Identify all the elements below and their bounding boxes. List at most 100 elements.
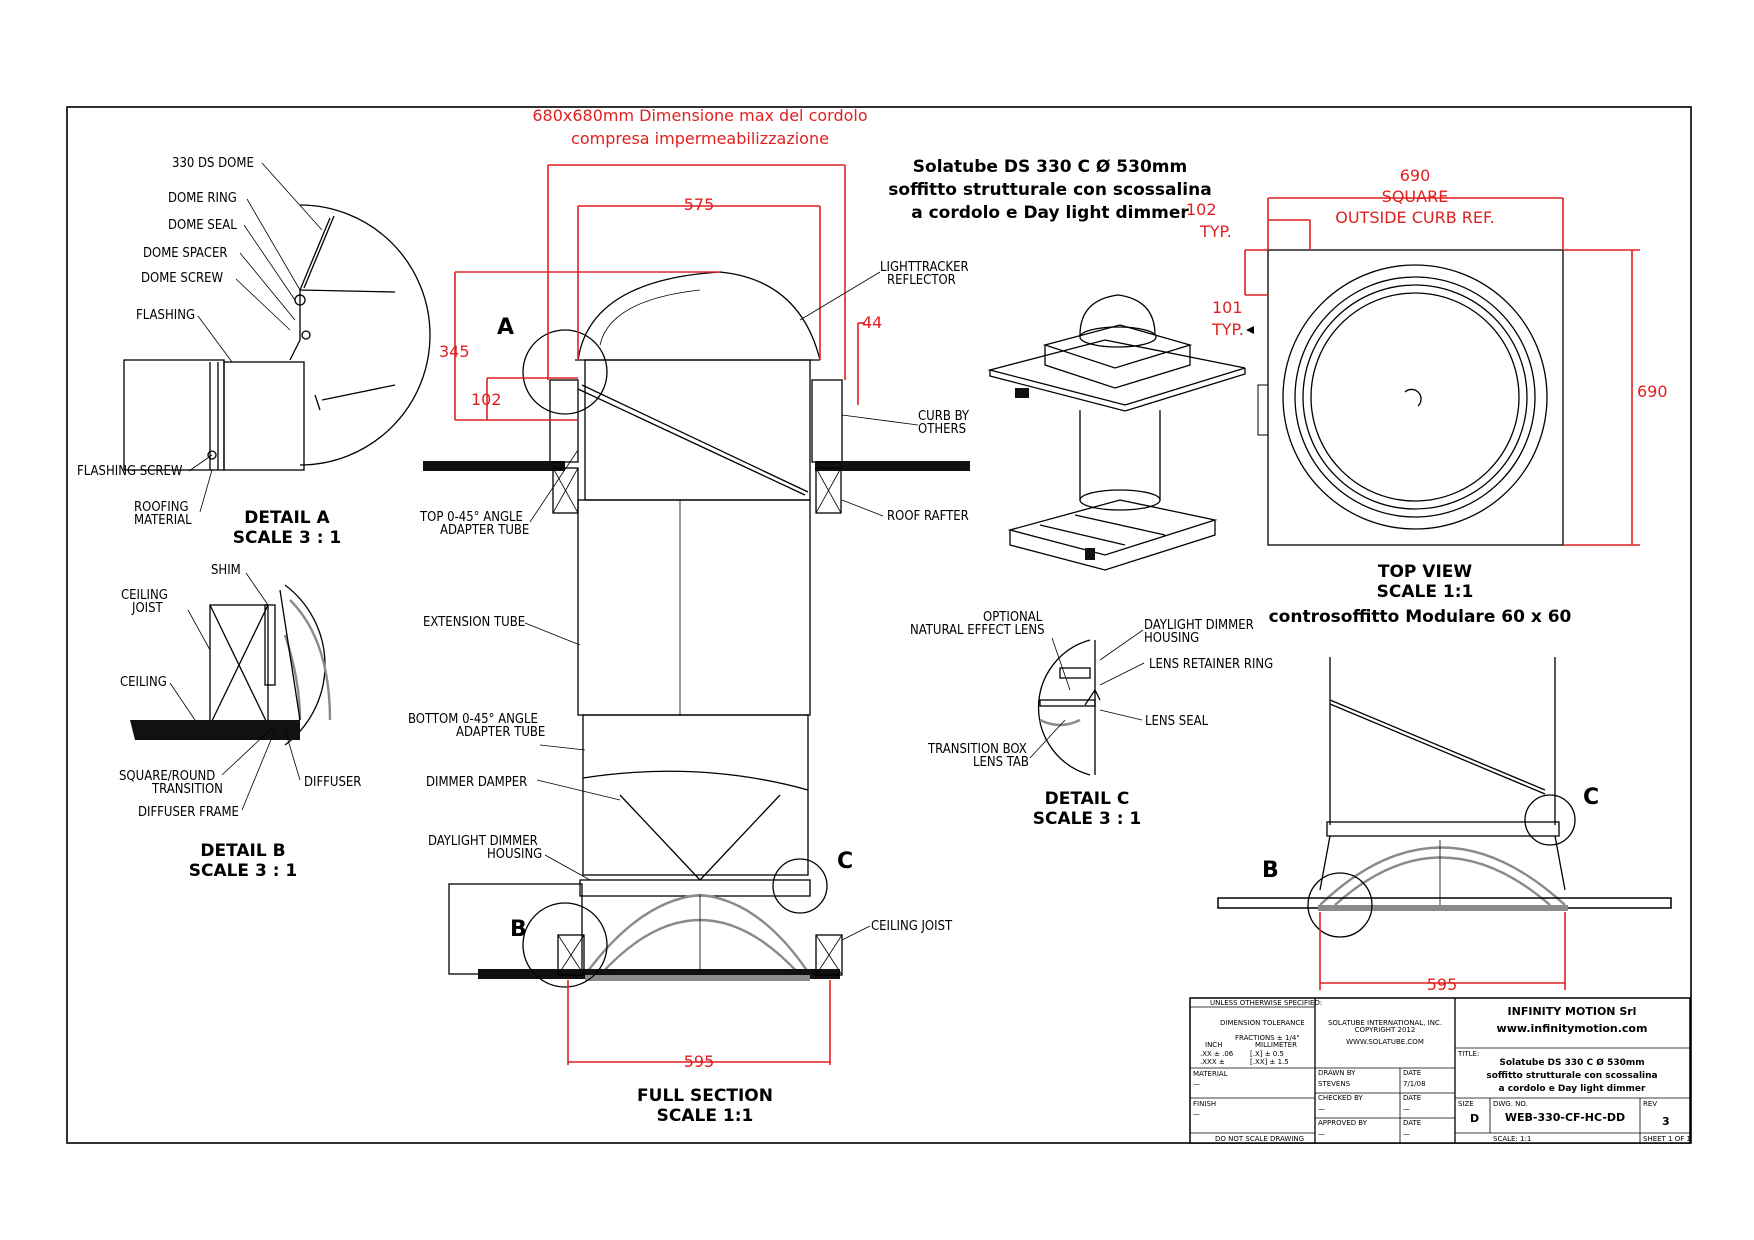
label-title_block-drawn_by: DRAWN BY	[1318, 1069, 1356, 1077]
label-full_section-labels-13: CEILING JOIST	[871, 919, 953, 934]
label-top_view-dims-outside: OUTSIDE CURB REF.	[1335, 208, 1494, 227]
label-full_section-labels-2: CURB BY	[918, 409, 970, 424]
detail-a-circle	[299, 204, 431, 466]
label-title_block-title_lines-2: a cordolo e Day light dimmer	[1499, 1084, 1647, 1094]
label-title_block-infinity_web: www.infinitymotion.com	[1497, 1022, 1648, 1035]
label-title_block-copyright: COPYRIGHT 2012	[1355, 1026, 1416, 1034]
label-top_view-subtitle: controsoffitto Modulare 60 x 60	[1269, 607, 1572, 627]
side-section: C B 595	[1217, 657, 1672, 994]
label-detail_a-labels-1: DOME RING	[168, 191, 237, 206]
label-title_block-infinity: INFINITY MOTION Srl	[1508, 1005, 1637, 1018]
label-title_block-tolerance: DIMENSION TOLERANCE	[1220, 1019, 1305, 1027]
label-full_section-markers-a: A	[497, 315, 514, 340]
label-top_view-dims-typ1: TYP.	[1199, 222, 1232, 241]
label-title_block-checked_by: CHECKED BY	[1318, 1094, 1364, 1102]
header-note: 680x680mm Dimensione max del cordolo com…	[532, 106, 867, 148]
label-title_block-rev: 3	[1662, 1115, 1670, 1128]
label-title_block-tol_mm-0: [.X] ± 0.5	[1250, 1050, 1284, 1058]
main-title: Solatube DS 330 C Ø 530mm soffitto strut…	[888, 157, 1211, 223]
label-title_block-rev_lbl: REV	[1643, 1100, 1657, 1108]
label-detail_b-title: DETAIL B	[200, 841, 285, 861]
label-top_view-scale: SCALE 1:1	[1377, 582, 1474, 602]
label-title_block-tol_inch-1: .XXX ±	[1200, 1058, 1225, 1066]
label-full_section-dims-d575: 575	[684, 195, 715, 214]
label-detail_c-labels-7: LENS TAB	[973, 755, 1029, 770]
label-detail_a-scale: SCALE 3 : 1	[233, 528, 342, 548]
label-title_block-tol_mm-1: [.XX] ± 1.5	[1250, 1058, 1289, 1066]
label-title_block-tol_inch-0: .XX ± .06	[1200, 1050, 1234, 1058]
label-full_section-scale: SCALE 1:1	[657, 1106, 754, 1126]
full-section-dims: 575 345 102 44 595	[439, 164, 882, 1071]
label-detail_b-labels-6: DIFFUSER FRAME	[138, 805, 239, 820]
label-detail_b-scale: SCALE 3 : 1	[189, 861, 298, 881]
label-full_section-markers-b: B	[510, 917, 527, 942]
label-top_view-dims-d102: 102	[1186, 200, 1217, 219]
label-full_section-labels-9: ADAPTER TUBE	[456, 725, 545, 740]
label-header_note-1: compresa impermeabilizzazione	[571, 129, 829, 148]
label-full_section-labels-4: ROOF RAFTER	[887, 509, 969, 524]
label-detail_c-title: DETAIL C	[1045, 789, 1130, 809]
label-detail_a-labels-8: MATERIAL	[134, 513, 192, 528]
label-top_view-dims-d101: 101	[1212, 298, 1243, 317]
label-detail_b-labels-3: CEILING	[120, 675, 167, 690]
label-full_section-labels-10: DIMMER DAMPER	[426, 775, 527, 790]
label-top_view-dims-square: SQUARE	[1382, 187, 1449, 206]
label-title_block-title_lines-0: Solatube DS 330 C Ø 530mm	[1499, 1057, 1644, 1068]
label-header_note-0: 680x680mm Dimensione max del cordolo	[532, 106, 867, 125]
callout-c-circle	[772, 858, 828, 914]
label-full_section-labels-11: DAYLIGHT DIMMER	[428, 834, 538, 849]
label-full_section-markers-c: C	[837, 849, 853, 874]
label-title_block-dash: —	[1318, 1130, 1325, 1138]
label-side_view-dim: 595	[1427, 975, 1458, 994]
top-view: 690 SQUARE OUTSIDE CURB REF. 102 TYP. 10…	[1186, 166, 1668, 627]
label-title_block-title_lines-1: soffitto strutturale con scossalina	[1486, 1071, 1657, 1081]
label-title_block-approved_by: APPROVED BY	[1318, 1119, 1368, 1127]
label-detail_c-scale: SCALE 3 : 1	[1033, 809, 1142, 829]
label-title_block-sheet: SHEET 1 OF 1	[1643, 1135, 1691, 1143]
label-title_block-date: DATE	[1403, 1094, 1421, 1102]
label-title_block-inch: INCH	[1205, 1041, 1222, 1049]
label-title_block-do_not_scale: DO NOT SCALE DRAWING	[1215, 1135, 1304, 1143]
detail-c: OPTIONAL NATURAL EFFECT LENS DAYLIGHT DI…	[910, 610, 1273, 829]
callout-b-circle	[522, 902, 608, 988]
title-block: UNLESS OTHERWISE SPECIFIED: DIMENSION TO…	[1189, 997, 1691, 1144]
label-full_section-labels-8: BOTTOM 0-45° ANGLE	[408, 712, 538, 727]
label-title_block-unless: UNLESS OTHERWISE SPECIFIED:	[1210, 999, 1322, 1007]
label-detail_c-labels-2: DAYLIGHT DIMMER	[1144, 618, 1254, 633]
label-title_block-size: D	[1470, 1112, 1479, 1125]
label-title_block-dash: —	[1193, 1110, 1200, 1118]
label-title_block-dwg_lbl: DWG. NO.	[1493, 1100, 1528, 1108]
detail-a: 330 DS DOME DOME RING DOME SEAL DOME SPA…	[77, 156, 431, 548]
label-detail_c-labels-4: LENS RETAINER RING	[1149, 657, 1273, 672]
label-title_block-millimeter: MILLIMETER	[1255, 1041, 1297, 1049]
label-detail_a-labels-7: ROOFING	[134, 500, 189, 515]
label-main_title-2: a cordolo e Day light dimmer	[911, 203, 1189, 223]
label-full_section-dims-d595: 595	[684, 1052, 715, 1071]
label-full_section-labels-5: TOP 0-45° ANGLE	[419, 510, 523, 525]
label-detail_b-labels-5: TRANSITION	[151, 782, 223, 797]
label-full_section-labels-1: REFLECTOR	[887, 273, 956, 288]
label-detail_b-labels-0: SHIM	[211, 563, 241, 578]
label-detail_b-labels-4: SQUARE/ROUND	[119, 769, 215, 784]
label-main_title-0: Solatube DS 330 C Ø 530mm	[913, 157, 1187, 177]
label-top_view-title: TOP VIEW	[1378, 562, 1473, 582]
label-detail_a-labels-0: 330 DS DOME	[172, 156, 254, 171]
label-full_section-dims-d102: 102	[471, 390, 502, 409]
detail-a-flashing	[223, 361, 305, 471]
label-detail_a-labels-3: DOME SPACER	[143, 246, 228, 261]
label-full_section-labels-6: ADAPTER TUBE	[440, 523, 529, 538]
full-section: A B C 575 345 102 44 595	[408, 164, 970, 1126]
detail-b: SHIM CEILING JOIST CEILING SQUARE/ROUND …	[119, 563, 361, 881]
label-detail_b-labels-1: CEILING	[121, 588, 168, 603]
label-full_section-title: FULL SECTION	[637, 1086, 773, 1106]
label-title_block-dash: —	[1318, 1105, 1325, 1113]
label-title_block-scale: SCALE: 1:1	[1493, 1135, 1531, 1143]
label-top_view-dims-d690_top: 690	[1400, 166, 1431, 185]
label-full_section-dims-d44: 44	[862, 313, 882, 332]
label-detail_b-labels-2: JOIST	[131, 601, 164, 616]
label-title_block-date_val: 7/1/08	[1403, 1080, 1426, 1088]
sheet-border	[66, 106, 1692, 1144]
label-full_section-labels-3: OTHERS	[918, 422, 966, 437]
label-title_block-finish: FINISH	[1193, 1100, 1216, 1108]
